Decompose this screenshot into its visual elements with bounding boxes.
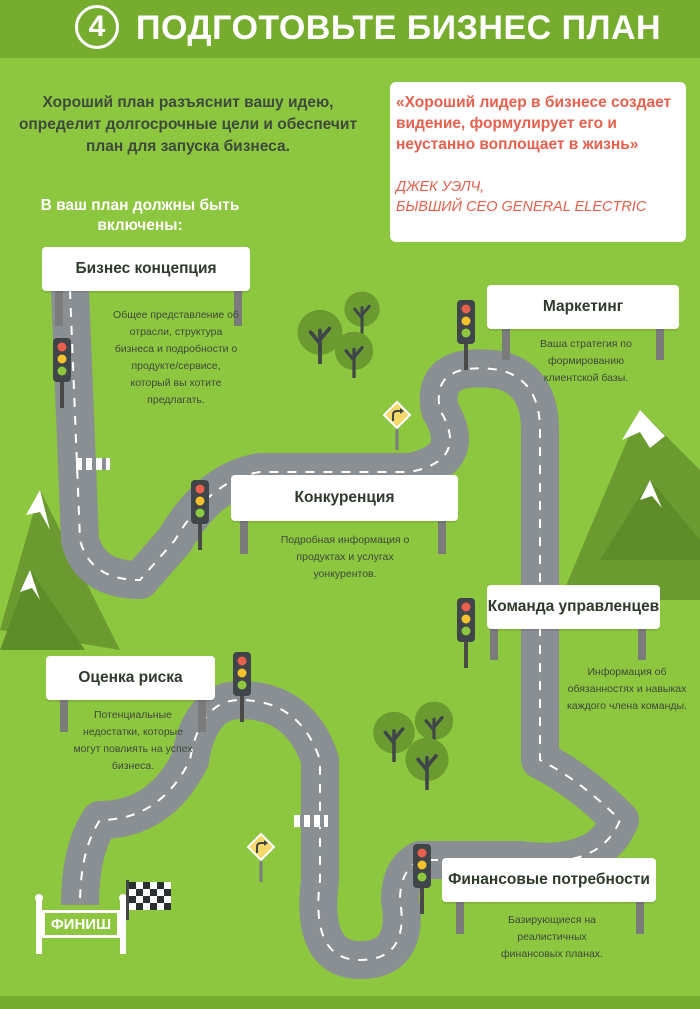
sign-financial-needs: Финансовые потребности (442, 858, 656, 902)
tree-icon (333, 330, 375, 378)
checkered-flag-icon (126, 880, 171, 920)
intro-text: Хороший план разъяснит вашу идею, опреде… (18, 94, 358, 155)
quote-text: «Хороший лидер в бизнесе создает видение… (396, 94, 672, 153)
mountain-icon (560, 410, 700, 600)
turn-sign-icon (247, 833, 275, 882)
mountain-icon (0, 490, 120, 650)
sign-marketing: Маркетинг (487, 285, 679, 329)
finish-gate (35, 894, 127, 954)
desc-competition: Подробная информация о продуктах и услуг… (280, 534, 410, 580)
desc-business-concept: Общее представление об отрасли, структур… (113, 309, 239, 406)
quote-author-title: БЫВШИЙ CEO GENERAL ELECTRIC (396, 199, 647, 215)
sign-competition: Конкуренция (231, 475, 458, 521)
turn-sign-icon (383, 401, 411, 450)
quote-box: «Хороший лидер в бизнесе создает видение… (390, 82, 686, 242)
desc-risk-assessment: Потенциальные недостатки, которые могут … (73, 709, 193, 772)
sign-risk-assessment: Оценка риска (46, 656, 215, 700)
desc-management-team: Информация об обязанностях и навыках каж… (566, 666, 687, 712)
finish-label: ФИНИШ (42, 910, 120, 938)
quote-author-name: ДЖЕК УЭЛЧ, (396, 179, 485, 195)
tree-icon (403, 736, 451, 790)
tree-icon (342, 290, 382, 334)
sign-management-team: Команда управленцев (487, 585, 660, 629)
traffic-light-icon (457, 598, 475, 668)
step-number: 4 (75, 5, 119, 49)
sign-posts (55, 290, 664, 934)
page-title: ПОДГОТОВЬТЕ БИЗНЕС ПЛАН (136, 9, 662, 47)
desc-financial-needs: Базирующиеся на реалистичных финансовых … (501, 914, 603, 960)
sign-business-concept: Бизнес концепция (42, 247, 250, 291)
desc-marketing: Ваша стратегия по формированию клиентско… (540, 338, 632, 384)
quote-author: ДЖЕК УЭЛЧ, БЫВШИЙ CEO GENERAL ELECTRIC (396, 177, 680, 217)
included-label: В ваш план должны быть включены: (40, 197, 240, 234)
